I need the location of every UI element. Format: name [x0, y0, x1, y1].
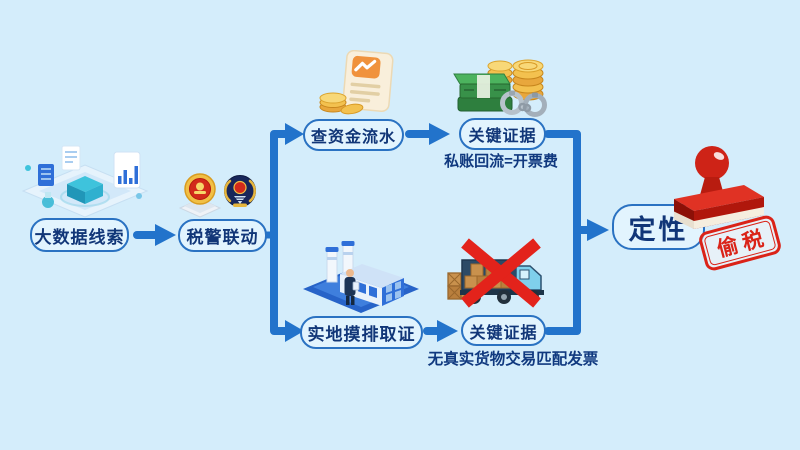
caption-funds-finding: 私账回流=开票费 [444, 153, 558, 170]
coin-stack-icon [319, 92, 364, 115]
arrowhead-top-branch [285, 123, 304, 145]
inspector-person-icon [344, 269, 360, 305]
caption-goods-finding: 无真实货物交易匹配发票 [427, 351, 599, 368]
node-label: 实地摸排取证 [307, 325, 416, 344]
node-tax-police-coordination: 税警联动 [178, 219, 267, 252]
handcuffs-icon [500, 90, 547, 117]
red-stamp-icon [660, 143, 780, 243]
node-check-fund-flows: 查资金流水 [303, 119, 404, 151]
statement-receipt-icon [342, 50, 394, 112]
cargo-truck-crates-icon [446, 234, 558, 310]
police-badge-icon [224, 175, 256, 207]
tax-bureau-badge-icon [179, 173, 222, 218]
big-data-platform-illustration [18, 140, 153, 218]
arrowhead [429, 123, 450, 145]
node-big-data-clues: 大数据线索 [30, 218, 129, 252]
node-label: 关键证据 [469, 324, 538, 342]
node-label: 查资金流水 [310, 129, 396, 146]
arrowhead [437, 320, 458, 342]
node-field-investigation: 实地摸排取证 [300, 316, 423, 349]
bank-statement-coins-icon [313, 50, 405, 116]
chimney-icon [325, 241, 355, 283]
agency-badges [179, 172, 261, 218]
node-key-evidence-top: 关键证据 [459, 118, 546, 150]
node-label: 税警联动 [186, 228, 259, 247]
cash-coins-handcuffs-icon [450, 46, 555, 118]
node-label: 大数据线索 [34, 227, 125, 247]
banknote-stacks-icon [453, 73, 513, 112]
arrowhead-bottom-branch [285, 320, 304, 342]
node-key-evidence-bottom: 关键证据 [461, 315, 546, 346]
factory-building-icon [340, 264, 404, 306]
stamp-handle-ball [695, 146, 729, 180]
red-x-icon [461, 238, 541, 308]
trend-line-icon [354, 59, 377, 72]
node-label: 关键证据 [468, 128, 537, 145]
arrowhead-result [587, 219, 609, 241]
split-bracket [270, 130, 292, 335]
factory-inspection-icon [300, 240, 422, 314]
arrowhead [155, 224, 176, 246]
stamp-body-top [674, 185, 764, 211]
